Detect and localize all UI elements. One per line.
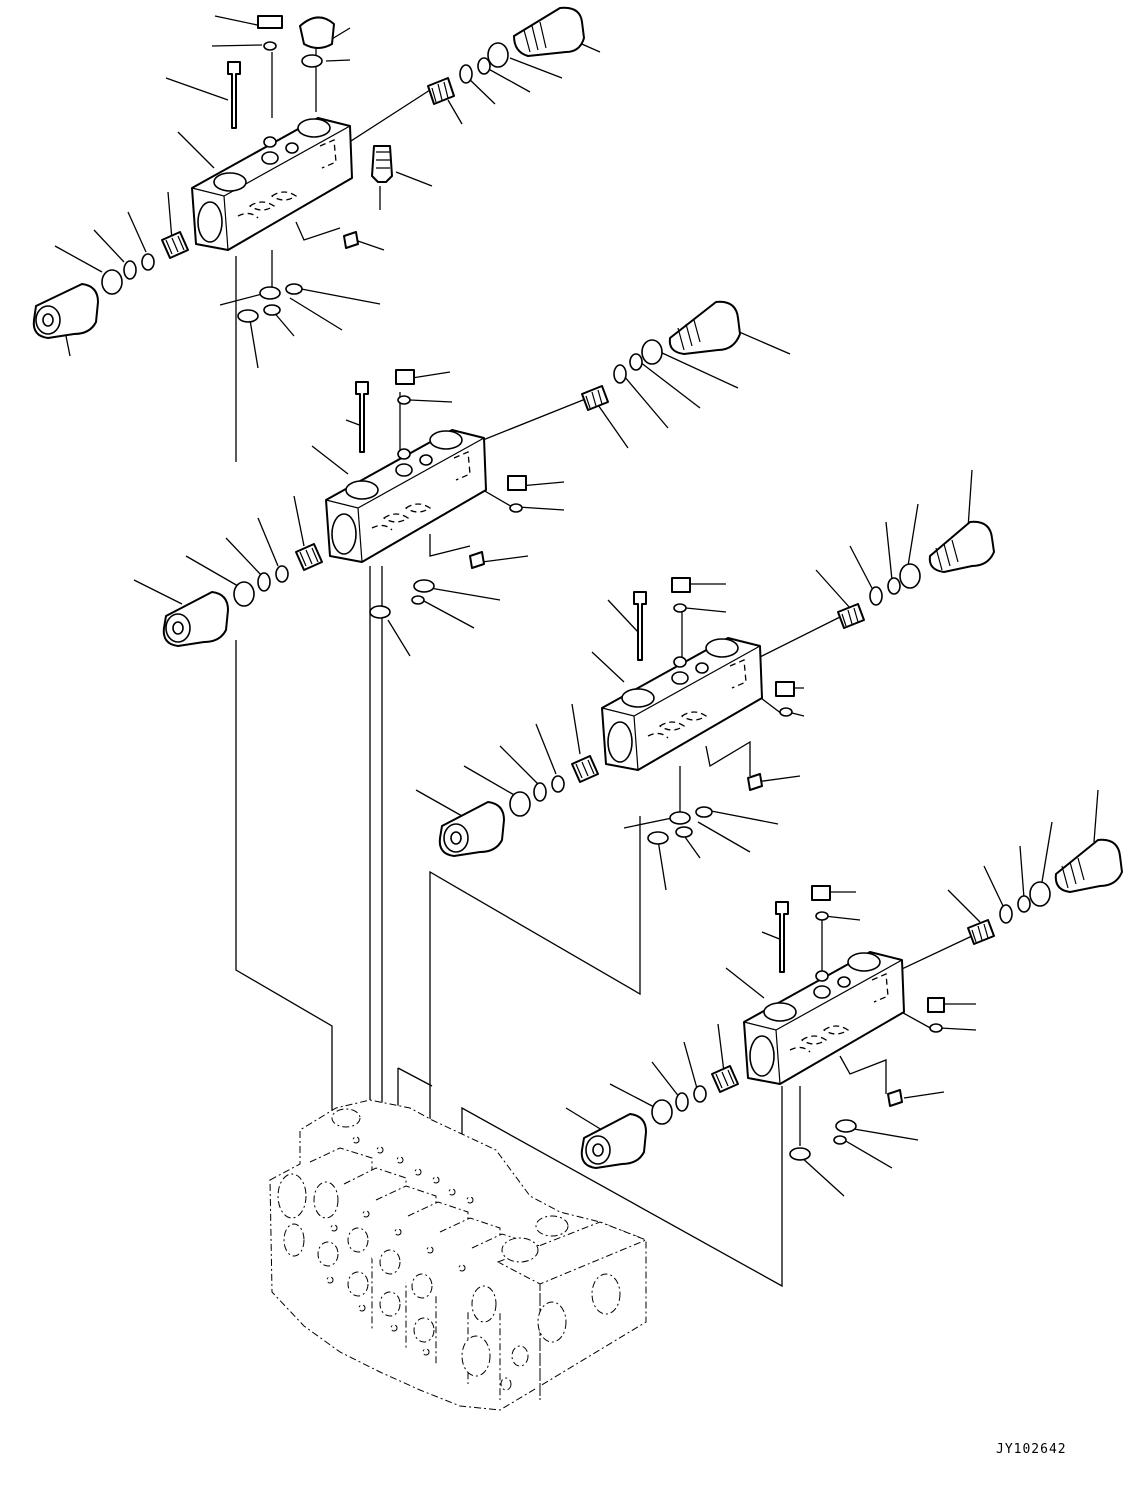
connection-lines bbox=[235, 460, 433, 1190]
oring-2f bbox=[413, 579, 435, 593]
oring-4b bbox=[693, 1085, 707, 1103]
plug-1b bbox=[299, 16, 335, 49]
oring-2h bbox=[369, 605, 391, 619]
oring-2e bbox=[509, 503, 523, 513]
oring-2a bbox=[397, 395, 411, 405]
oring-4e bbox=[929, 1023, 943, 1033]
relief-valve-3-right bbox=[837, 520, 995, 629]
valve-block-4 bbox=[743, 951, 905, 1085]
oring-2d bbox=[233, 581, 255, 607]
oring-2g bbox=[411, 595, 425, 605]
oring-1h bbox=[263, 304, 281, 316]
oring-3g bbox=[695, 806, 713, 818]
bolt-1 bbox=[227, 61, 241, 129]
leader-lines-1 bbox=[54, 15, 601, 460]
plug-3a bbox=[671, 577, 691, 593]
relief-valve-4-left bbox=[580, 1113, 647, 1169]
sensor-1 bbox=[371, 145, 393, 183]
oring-1f bbox=[259, 286, 281, 300]
oring-1c bbox=[141, 253, 155, 271]
oring-4a bbox=[815, 911, 829, 921]
oring-3d bbox=[509, 791, 531, 817]
oring-3e bbox=[779, 707, 793, 717]
oring-1e bbox=[101, 269, 123, 295]
valve-block-assembly-2 bbox=[133, 300, 791, 1126]
oring-4h bbox=[789, 1147, 811, 1161]
leader-lines-3 bbox=[415, 469, 973, 1208]
oring-3b bbox=[551, 775, 565, 793]
oring-4d bbox=[651, 1099, 673, 1125]
relief-valve-1-left bbox=[32, 283, 99, 339]
oring-2b bbox=[275, 565, 289, 583]
relief-valve-3-left bbox=[438, 801, 505, 857]
plug-4c bbox=[887, 1089, 903, 1107]
relief-valve-2-right bbox=[581, 300, 741, 411]
oring-4f bbox=[835, 1119, 857, 1133]
oring-1b bbox=[301, 54, 323, 68]
oring-3f bbox=[669, 811, 691, 825]
oring-1g bbox=[285, 283, 303, 295]
plug-1c bbox=[343, 231, 359, 249]
main-valve-body bbox=[269, 1099, 648, 1411]
plug-3c bbox=[747, 773, 763, 791]
relief-valve-1-right bbox=[427, 6, 585, 105]
plug-2a bbox=[395, 369, 415, 385]
oring-3h bbox=[675, 826, 693, 838]
oring-1i bbox=[237, 309, 259, 323]
oring-3a bbox=[673, 603, 687, 613]
plug-3b bbox=[775, 681, 795, 697]
valve-block-3 bbox=[601, 637, 763, 771]
relief-valve-2-left bbox=[162, 591, 229, 647]
bolt-2 bbox=[355, 381, 369, 453]
valve-block-assembly-3 bbox=[415, 469, 995, 1208]
plug-4a bbox=[811, 885, 831, 901]
oring-3i bbox=[647, 831, 669, 845]
plug-2b bbox=[507, 475, 527, 491]
valve-block-2 bbox=[325, 429, 487, 563]
oring-2c bbox=[257, 572, 271, 592]
figure-code: JY102642 bbox=[996, 1442, 1067, 1457]
oring-4g bbox=[833, 1135, 847, 1145]
valve-block-assembly-4 bbox=[461, 789, 1123, 1288]
oring-1d bbox=[123, 260, 137, 280]
relief-valve-4-right bbox=[967, 838, 1123, 945]
oring-3c bbox=[533, 782, 547, 802]
oring-4c bbox=[675, 1092, 689, 1112]
valve-block-1 bbox=[191, 117, 353, 251]
plug-4b bbox=[927, 997, 945, 1013]
oring-1a bbox=[263, 41, 277, 51]
bolt-3 bbox=[633, 591, 647, 661]
bolt-4 bbox=[775, 901, 789, 973]
plug-2c bbox=[469, 551, 485, 569]
plug-1a bbox=[257, 15, 283, 29]
valve-block-assembly-1 bbox=[32, 6, 601, 460]
